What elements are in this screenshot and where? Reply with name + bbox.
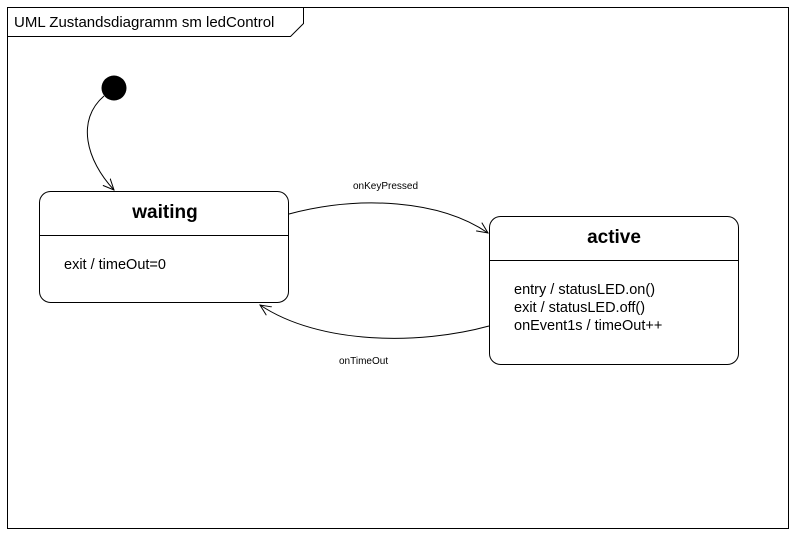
state-waiting: waiting exit / timeOut=0 [39, 191, 289, 303]
diagram-frame [7, 7, 789, 529]
state-active: active entry / statusLED.on() exit / sta… [489, 216, 739, 365]
transition-label-to-waiting: onTimeOut [339, 356, 388, 367]
initial-state [101, 75, 127, 101]
state-active-name: active [587, 227, 641, 248]
frame-title: UML Zustandsdiagramm sm ledControl [14, 14, 274, 31]
initial-transition-arrow [86, 95, 114, 190]
state-active-box [489, 216, 739, 365]
state-waiting-name: waiting [131, 202, 197, 223]
state-waiting-activity: exit / timeOut=0 [64, 257, 166, 273]
state-active-activity-event: onEvent1s / timeOut++ [514, 318, 662, 334]
state-active-activity-exit: exit / statusLED.off() [514, 300, 645, 316]
transition-arrow-to-active [288, 202, 488, 233]
transition-arrow-to-waiting [260, 305, 490, 339]
state-active-activity-entry: entry / statusLED.on() [514, 282, 655, 298]
frame-title-tab [7, 7, 304, 37]
transition-label-to-active: onKeyPressed [353, 181, 418, 192]
state-waiting-box [39, 191, 289, 303]
